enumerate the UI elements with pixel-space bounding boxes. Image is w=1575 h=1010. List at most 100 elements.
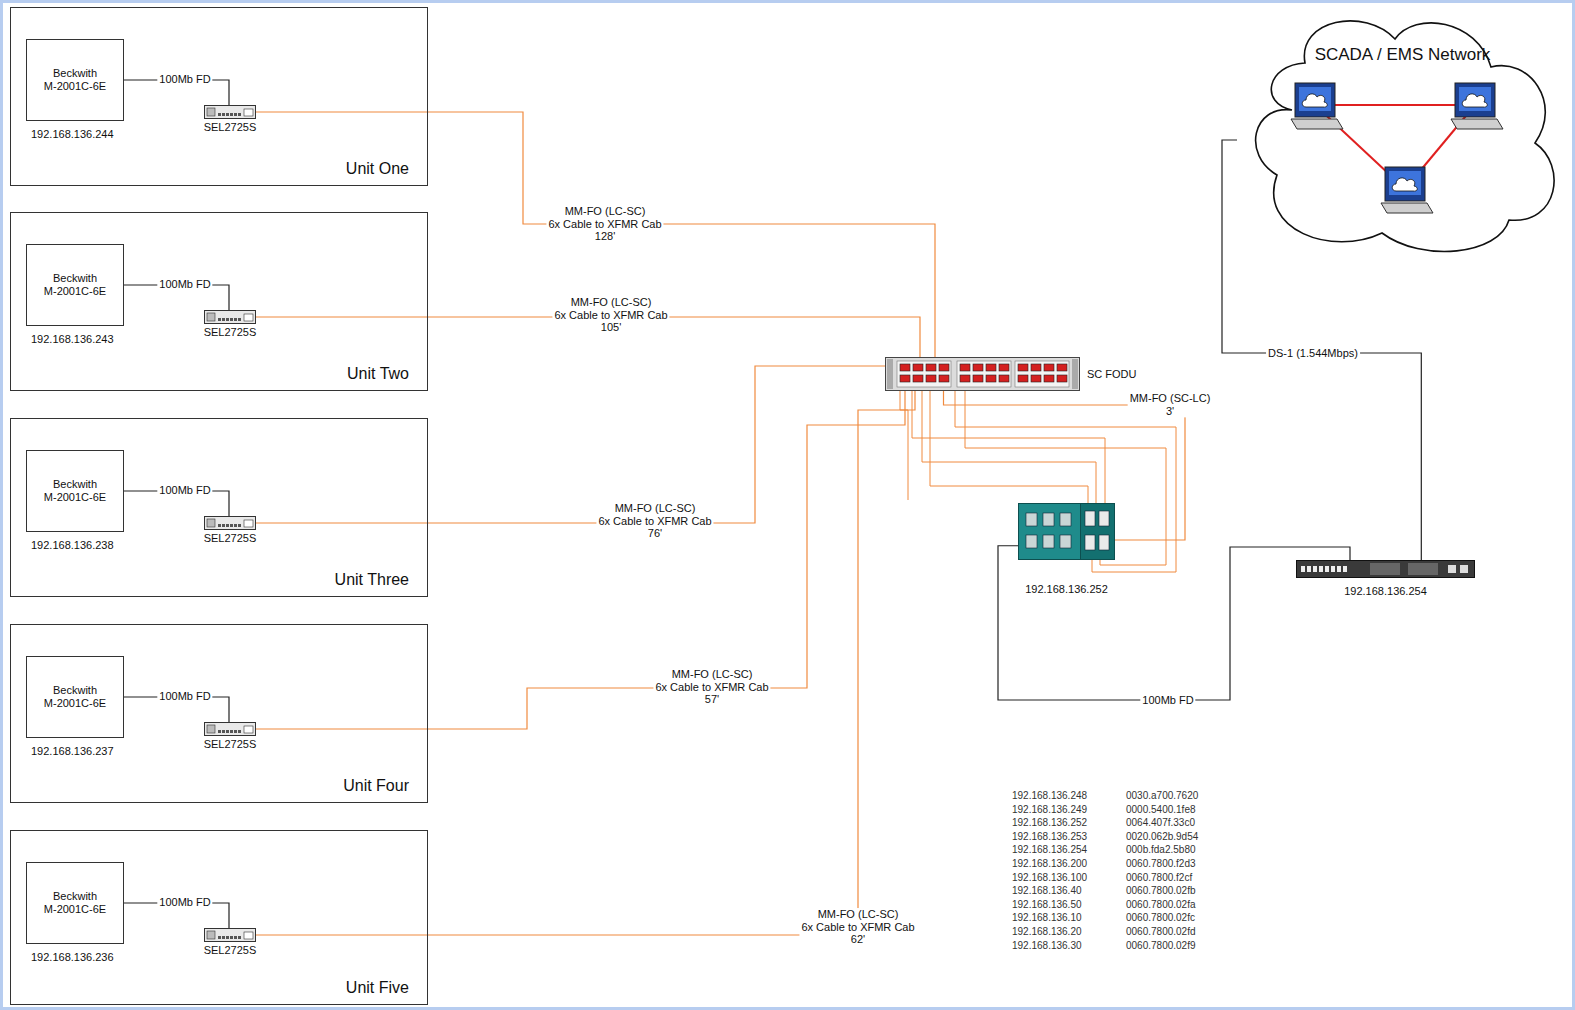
device-name: Beckwith M-2001C-6E: [27, 67, 123, 92]
router-port: [1343, 566, 1347, 572]
relay-box: Beckwith M-2001C-6E192.168.136.237: [26, 656, 124, 738]
device-led: [234, 113, 237, 116]
table-ip: 192.168.136.200: [1012, 858, 1087, 870]
sc-port: [1057, 364, 1067, 371]
fiber-port: [1099, 511, 1109, 526]
device-led: [222, 730, 225, 733]
switch-module: [1081, 504, 1115, 560]
ip-address: 192.168.136.252: [1025, 583, 1108, 596]
device-icon: [1237, 5, 1568, 262]
device-body: [205, 723, 256, 736]
table-mac: 0060.7800.02fa: [1126, 899, 1196, 911]
device-led: [230, 936, 233, 939]
fiber-bundle-line: [955, 391, 1176, 572]
sc-port: [926, 375, 936, 382]
network-title: SCADA / EMS Network: [1237, 45, 1568, 65]
sc-port: [939, 364, 949, 371]
fiber-converter: SEL2725S: [204, 928, 256, 942]
device-port: [207, 108, 215, 116]
router-port: [1460, 565, 1468, 573]
sc-port: [939, 375, 949, 382]
switch-port: [1026, 513, 1037, 526]
port-group: [1015, 361, 1069, 387]
sc-port: [926, 364, 936, 371]
sc-port: [1057, 375, 1067, 382]
device-body: [205, 517, 256, 530]
relay-box: Beckwith M-2001C-6E192.168.136.236: [26, 862, 124, 944]
link-label: 100Mb FD: [1140, 694, 1195, 707]
device-name: SEL2725S: [204, 738, 257, 751]
device-name: SC FODU: [1087, 368, 1137, 381]
router-port: [1301, 566, 1305, 572]
device-icon: [204, 722, 256, 736]
sc-port: [999, 364, 1009, 371]
computer-screen: [1299, 87, 1331, 111]
panel-body: [886, 358, 1080, 391]
router-port: [1337, 566, 1341, 572]
unit-title: Unit Four: [343, 777, 409, 795]
sc-port: [1031, 375, 1041, 382]
device-led: [226, 936, 229, 939]
link-label: MM-FO (LC-SC) 6x Cable to XFMR Cab 62': [799, 908, 916, 946]
device-name: SEL2725S: [204, 944, 257, 957]
relay-box: Beckwith M-2001C-6E192.168.136.244: [26, 39, 124, 121]
device-name: SEL2725S: [204, 532, 257, 545]
router-port: [1313, 566, 1317, 572]
sc-port: [913, 364, 923, 371]
router-body: [1297, 561, 1475, 578]
device-port: [244, 726, 253, 733]
unit-box: Beckwith M-2001C-6E192.168.136.236SEL272…: [10, 830, 428, 1005]
device-led: [226, 730, 229, 733]
network-cloud: SCADA / EMS Network: [1237, 5, 1568, 262]
sc-port: [1031, 364, 1041, 371]
sc-port: [1018, 375, 1028, 382]
computer-screen: [1389, 171, 1421, 195]
link-label: 100Mb FD: [157, 896, 212, 909]
sc-port: [973, 364, 983, 371]
device-port: [244, 109, 253, 116]
computer-keyboard: [1291, 119, 1343, 129]
device-led: [234, 936, 237, 939]
device-port: [207, 313, 215, 321]
sc-port: [1044, 375, 1054, 382]
device-led: [222, 113, 225, 116]
link-label: 100Mb FD: [157, 278, 212, 291]
device-port: [244, 314, 253, 321]
fiber-patch-panel: SC FODU: [885, 357, 1080, 391]
relay-box: Beckwith M-2001C-6E192.168.136.238: [26, 450, 124, 532]
computer-screen: [1459, 87, 1491, 111]
device-led: [218, 730, 221, 733]
computer-monitor: [1455, 83, 1495, 117]
table-ip: 192.168.136.30: [1012, 940, 1082, 952]
device-port: [207, 931, 215, 939]
unit-box: Beckwith M-2001C-6E192.168.136.244SEL272…: [10, 7, 428, 186]
device-led: [238, 936, 241, 939]
device-led: [234, 318, 237, 321]
router: 192.168.136.254: [1296, 560, 1475, 578]
table-mac: 0060.7800.02f9: [1126, 940, 1196, 952]
device-led: [218, 524, 221, 527]
device-led: [234, 730, 237, 733]
device-led: [238, 113, 241, 116]
device-name: SEL2725S: [204, 121, 257, 134]
device-led: [222, 524, 225, 527]
link-label: 100Mb FD: [157, 690, 212, 703]
router-port: [1331, 566, 1335, 572]
table-mac: 0060.7800.f2d3: [1126, 858, 1196, 870]
ip-address: 192.168.136.254: [1344, 585, 1427, 598]
link-label: MM-FO (LC-SC) 6x Cable to XFMR Cab 57': [653, 668, 770, 706]
table-mac: 0060.7800.02fd: [1126, 926, 1196, 938]
switch-body: [1019, 504, 1081, 560]
table-mac: 0020.062b.9d54: [1126, 831, 1198, 843]
device-led: [234, 524, 237, 527]
panel-ear: [887, 359, 893, 389]
port-group: [897, 361, 951, 387]
unit-box: Beckwith M-2001C-6E192.168.136.237SEL272…: [10, 624, 428, 803]
switch-port: [1060, 513, 1071, 526]
device-name: Beckwith M-2001C-6E: [27, 684, 123, 709]
link-label: MM-FO (SC-LC) 3': [1128, 392, 1213, 417]
router-slot: [1370, 563, 1400, 575]
table-ip: 192.168.136.20: [1012, 926, 1082, 938]
